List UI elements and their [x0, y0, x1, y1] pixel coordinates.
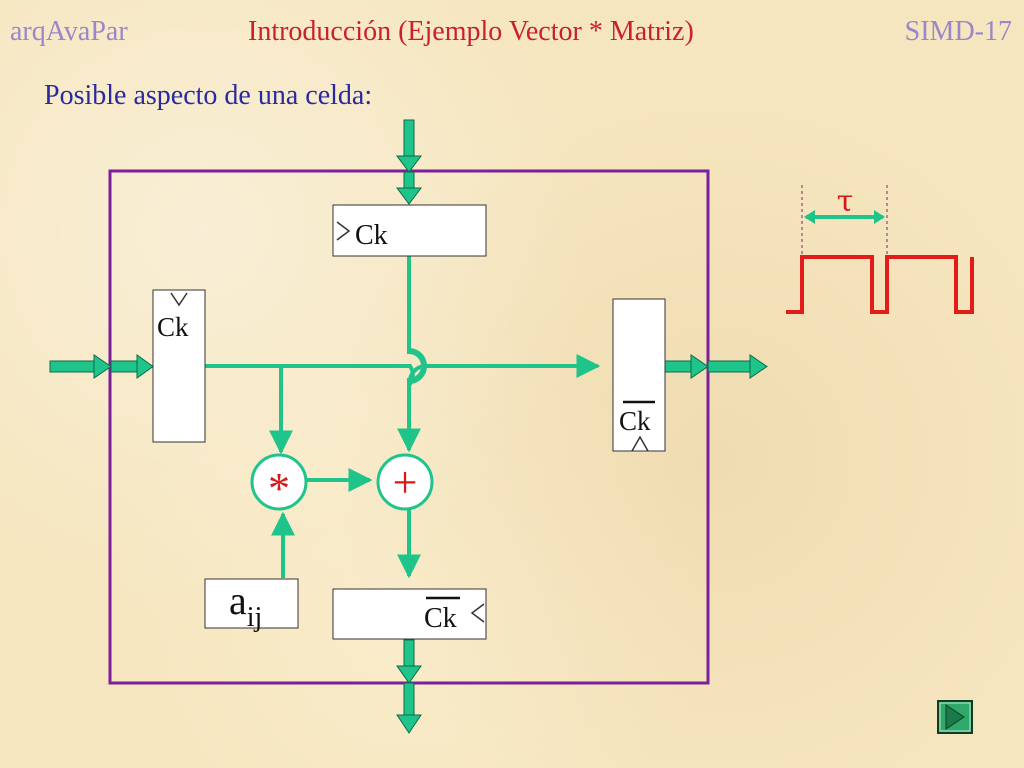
nav-forward-icon — [945, 704, 965, 730]
internal-wires — [205, 256, 601, 579]
left-input-arrows — [49, 354, 154, 379]
right-register: Ck — [612, 298, 666, 452]
bottom-register: Ck — [332, 588, 487, 640]
top-input-arrows — [396, 119, 422, 205]
multiplier: * — [250, 453, 308, 513]
top-register-to-adder-wire — [397, 256, 425, 453]
nav-forward-button[interactable] — [937, 700, 973, 734]
clock-edge-icon — [336, 221, 351, 241]
coefficient-base: a — [229, 578, 247, 623]
slide-number: SIMD-17 — [904, 16, 1012, 47]
slide-subtitle: Posible aspecto de una celda: — [44, 80, 373, 111]
wire-crossover — [408, 348, 427, 384]
right-output-arrows — [664, 354, 768, 379]
adder-symbol: + — [393, 458, 418, 507]
clock-edge-icon — [631, 435, 649, 452]
slide-title: Introducción (Ejemplo Vector * Matriz) — [248, 16, 694, 47]
clock-edge-icon — [170, 292, 188, 307]
coefficient-register: aij — [204, 578, 299, 633]
clock-edge-icon — [470, 603, 485, 623]
header-left: arqAvaPar — [10, 16, 128, 47]
multiplier-symbol: * — [268, 464, 290, 513]
horizontal-bus-wire — [205, 363, 596, 390]
bottom-output-arrows — [396, 639, 422, 734]
right-register-clock-label: Ck — [619, 406, 651, 436]
clock-timing-diagram: τ — [786, 184, 974, 314]
svg-text:aij: aij — [229, 578, 262, 633]
top-register: Ck — [332, 204, 487, 257]
left-register-clock-label: Ck — [157, 312, 189, 342]
clock-waveform — [786, 255, 974, 314]
adder: + — [376, 453, 434, 511]
bottom-register-clock-label: Ck — [424, 603, 457, 634]
coefficient-subscript: ij — [247, 602, 263, 633]
left-register: Ck — [152, 289, 206, 443]
period-label: τ — [837, 184, 854, 219]
top-register-clock-label: Ck — [355, 220, 388, 251]
